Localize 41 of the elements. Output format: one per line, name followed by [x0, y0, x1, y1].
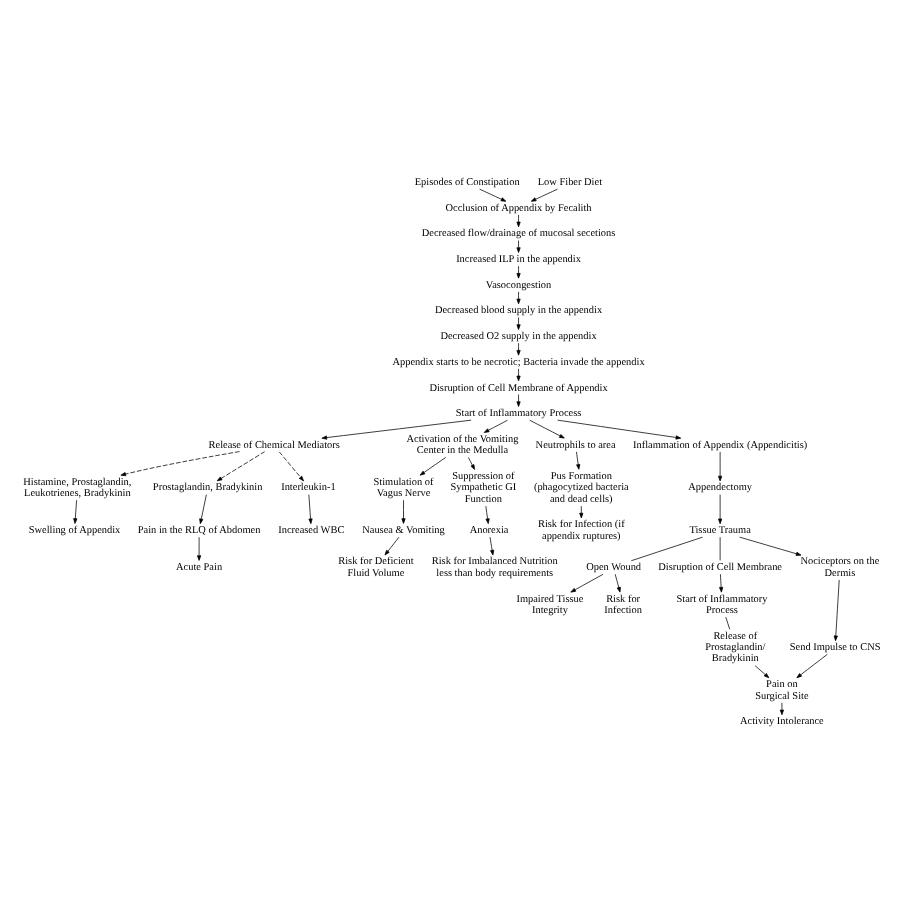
arrow	[516, 214, 521, 228]
connector	[725, 616, 731, 630]
arrow	[401, 499, 406, 524]
arrow	[308, 494, 313, 525]
arrow	[516, 394, 521, 407]
arrow	[739, 536, 802, 556]
arrow	[384, 536, 400, 556]
arrow	[516, 368, 521, 382]
arrow	[278, 451, 304, 482]
arrow	[197, 536, 202, 561]
connector	[630, 536, 703, 562]
arrow	[321, 419, 472, 440]
arrow	[796, 654, 828, 679]
arrow	[485, 505, 490, 524]
arrow	[754, 665, 770, 679]
arrow	[199, 494, 207, 525]
arrow	[516, 265, 521, 279]
arrow	[579, 505, 584, 519]
arrow	[516, 342, 521, 356]
arrow	[719, 573, 724, 593]
arrow	[557, 419, 682, 440]
arrow	[73, 499, 78, 524]
arrow	[516, 291, 521, 305]
arrow	[468, 457, 475, 470]
arrow	[216, 451, 266, 482]
arrow	[779, 702, 784, 716]
arrow	[718, 451, 723, 482]
arrow	[576, 451, 581, 470]
arrow	[718, 494, 723, 525]
arrow	[479, 188, 507, 202]
arrow	[833, 579, 840, 642]
arrow	[483, 419, 508, 433]
arrow	[489, 536, 495, 556]
arrow	[614, 573, 621, 593]
arrow	[516, 317, 521, 330]
arrow	[530, 188, 558, 202]
arrow	[419, 457, 447, 476]
arrow	[570, 573, 604, 593]
arrow	[516, 240, 521, 253]
arrow	[120, 451, 240, 477]
arrow	[529, 419, 565, 439]
